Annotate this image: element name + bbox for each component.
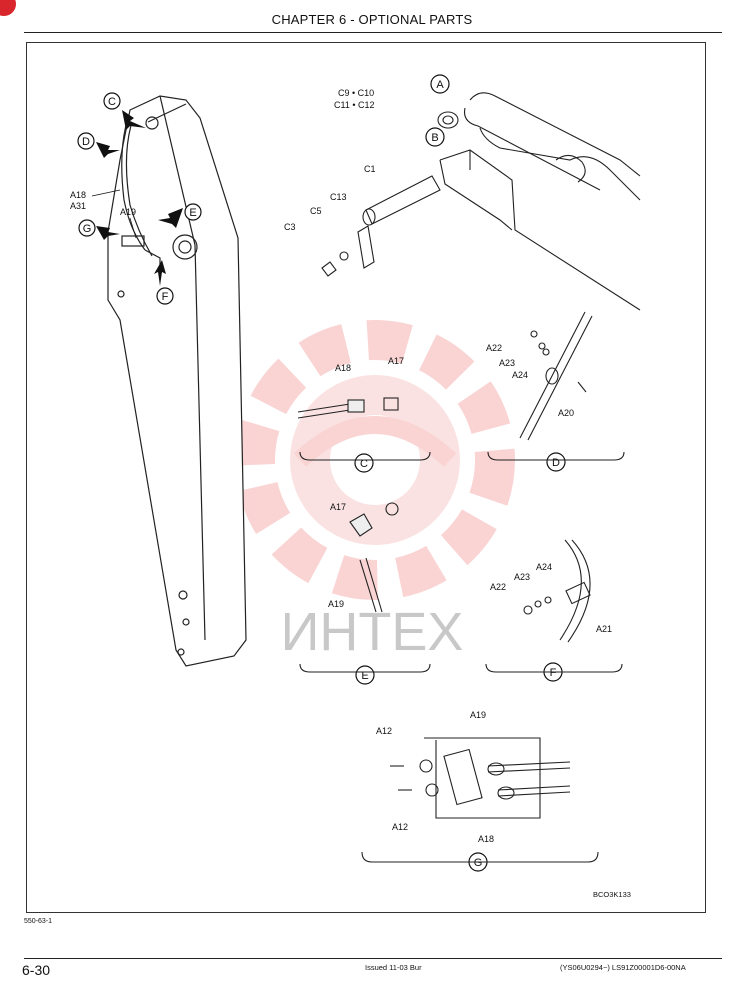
boom-drawing (107, 95, 247, 667)
label-c3: C3 (284, 222, 296, 232)
callout-f-label: F (162, 291, 169, 303)
detail-c-drawing (297, 397, 431, 461)
corner-badge-icon (0, 0, 16, 16)
label-a21: A21 (596, 624, 612, 634)
label-a24-detail-d: A24 (512, 370, 528, 380)
watermark-text: ИНТЕХ (281, 602, 464, 662)
pin-assembly-drawing (321, 92, 641, 311)
label-a22-detail-d: A22 (486, 343, 502, 353)
callout-b-label: B (431, 132, 438, 144)
callout-a-label: A (436, 79, 444, 91)
issued-note: Issued 11-03 Bur (365, 963, 422, 972)
detail-d-label: D (552, 457, 560, 469)
label-a22-detail-f: A22 (490, 582, 506, 592)
detail-g-drawing (361, 737, 599, 863)
footer-ref: 550-63-1 (24, 918, 53, 925)
label-a31: A31 (70, 201, 86, 211)
detail-e-label: E (361, 670, 368, 682)
detail-g-label: G (474, 857, 483, 869)
label-a17-detail-c: A17 (388, 356, 404, 366)
callout-g-label: G (83, 223, 92, 235)
detail-d-drawing (487, 311, 625, 461)
label-a23-detail-d: A23 (499, 358, 515, 368)
header-rule (24, 32, 722, 33)
label-a12-top: A12 (376, 726, 392, 736)
label-a18-detail-g: A18 (478, 834, 494, 844)
label-c13: C13 (330, 192, 347, 202)
diagram-frame (26, 42, 706, 913)
callout-arrows (96, 110, 183, 286)
label-a19-detail-g: A19 (470, 710, 486, 720)
label-c5: C5 (310, 206, 322, 216)
label-c1: C1 (364, 164, 376, 174)
page-number: 6-30 (22, 962, 51, 978)
label-a19: A19 (120, 207, 136, 217)
label-a24-detail-f: A24 (536, 562, 552, 572)
page-title: CHAPTER 6 - OPTIONAL PARTS (271, 12, 473, 27)
callout-circles (77, 74, 566, 872)
footer-rule (24, 958, 722, 959)
callout-e-label: E (189, 207, 196, 219)
label-c9-c10: C9 • C10 (338, 88, 374, 98)
label-a19-detail-e: A19 (328, 599, 344, 609)
label-a18-detail-c: A18 (335, 363, 351, 373)
label-a20: A20 (558, 408, 574, 418)
label-a12-bottom: A12 (392, 822, 408, 832)
detail-c-label: C (360, 458, 368, 470)
label-c11-c12: C11 • C12 (334, 100, 375, 110)
label-a18: A18 (70, 190, 86, 200)
document-code: (YS06U0294~) LS91Z00001D6-00NA (560, 963, 686, 972)
detail-e-drawing (299, 502, 431, 673)
label-a17-detail-e: A17 (330, 502, 346, 512)
detail-f-drawing (485, 539, 623, 673)
detail-f-label: F (550, 667, 557, 679)
callout-d-label: D (82, 136, 90, 148)
figure-code: BCO3K133 (593, 890, 631, 899)
callout-c-label: C (108, 96, 116, 108)
label-a23-detail-f: A23 (514, 572, 530, 582)
